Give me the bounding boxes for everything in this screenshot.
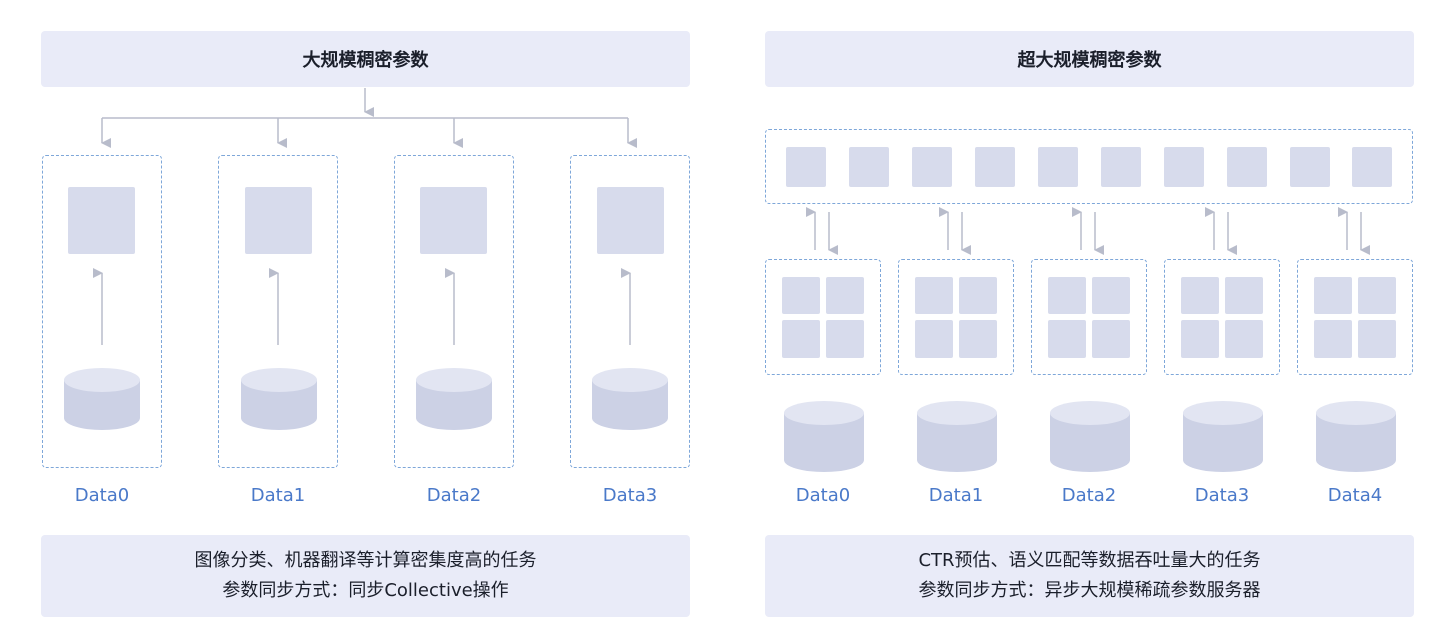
right-worker-0-block [782, 277, 820, 314]
right-worker-1-block [959, 277, 997, 314]
left-database-icon-0 [64, 368, 140, 430]
left-database-icon-3 [592, 368, 668, 430]
right-worker-2-block [1048, 320, 1086, 358]
right-worker-3-block [1181, 320, 1219, 358]
right-param-shard-7 [1227, 147, 1267, 187]
right-database-icon-0 [784, 401, 864, 472]
left-data-label-3: Data3 [602, 485, 658, 506]
left-param-block-0 [68, 187, 135, 254]
left-data-label-1: Data1 [250, 485, 306, 506]
right-param-shard-2 [912, 147, 952, 187]
right-worker-2-block [1092, 320, 1130, 358]
right-footer-line1: CTR预估、语义匹配等数据吞吐量大的任务 [918, 550, 1261, 571]
right-param-shard-6 [1164, 147, 1204, 187]
right-worker-0-block [826, 277, 864, 314]
right-worker-4-block [1358, 320, 1396, 358]
right-worker-box-1 [898, 259, 1014, 375]
right-worker-4-block [1358, 277, 1396, 314]
right-param-shard-4 [1038, 147, 1078, 187]
right-database-icon-4 [1316, 401, 1396, 472]
left-param-block-1 [245, 187, 312, 254]
right-title: 超大规模稠密参数 [1017, 50, 1162, 71]
right-param-shard-5 [1101, 147, 1141, 187]
left-title-banner: 大规模稠密参数 [41, 31, 690, 87]
left-data-label-0: Data0 [74, 485, 130, 506]
right-worker-box-0 [765, 259, 881, 375]
right-worker-0-block [782, 320, 820, 358]
left-broadcast-connector [102, 88, 628, 119]
left-broadcast-arrows [101, 118, 637, 148]
right-database-icon-2 [1050, 401, 1130, 472]
right-worker-1-block [915, 277, 953, 314]
right-sync-arrows [806, 207, 1370, 255]
right-param-shard-0 [786, 147, 826, 187]
right-worker-1-block [915, 320, 953, 358]
left-database-icon-2 [416, 368, 492, 430]
right-param-shard-1 [849, 147, 889, 187]
right-param-shard-9 [1352, 147, 1392, 187]
right-worker-box-4 [1297, 259, 1413, 375]
right-worker-2-block [1092, 277, 1130, 314]
right-worker-2-block [1048, 277, 1086, 314]
right-data-label-1: Data1 [928, 485, 984, 506]
right-footer: CTR预估、语义匹配等数据吞吐量大的任务 参数同步方式：异步大规模稀疏参数服务器 [765, 535, 1414, 617]
left-title: 大规模稠密参数 [302, 50, 429, 71]
right-data-label-4: Data4 [1327, 485, 1383, 506]
right-data-label-2: Data2 [1061, 485, 1117, 506]
right-footer-line2: 参数同步方式：异步大规模稀疏参数服务器 [918, 580, 1261, 601]
right-title-banner: 超大规模稠密参数 [765, 31, 1414, 87]
left-worker-box-2 [394, 155, 514, 468]
right-param-server-box [765, 129, 1413, 204]
left-param-block-2 [420, 187, 487, 254]
right-worker-4-block [1314, 277, 1352, 314]
right-database-icon-1 [917, 401, 997, 472]
left-worker-box-3 [570, 155, 690, 468]
right-worker-3-block [1225, 320, 1263, 358]
left-footer-line1: 图像分类、机器翻译等计算密集度高的任务 [194, 550, 537, 571]
right-worker-box-3 [1164, 259, 1280, 375]
right-worker-3-block [1225, 277, 1263, 314]
right-worker-box-2 [1031, 259, 1147, 375]
right-data-label-3: Data3 [1194, 485, 1250, 506]
left-param-block-3 [597, 187, 664, 254]
left-footer-line2: 参数同步方式：同步Collective操作 [222, 580, 509, 601]
right-param-shard-3 [975, 147, 1015, 187]
right-database-icon-3 [1183, 401, 1263, 472]
left-database-icon-1 [241, 368, 317, 430]
left-up-arrows [93, 268, 631, 345]
right-worker-0-block [826, 320, 864, 358]
left-worker-box-1 [218, 155, 338, 468]
left-footer: 图像分类、机器翻译等计算密集度高的任务 参数同步方式：同步Collective操… [41, 535, 690, 617]
left-data-label-2: Data2 [426, 485, 482, 506]
right-worker-4-block [1314, 320, 1352, 358]
right-data-label-0: Data0 [795, 485, 851, 506]
left-worker-box-0 [42, 155, 162, 468]
right-worker-3-block [1181, 277, 1219, 314]
right-worker-1-block [959, 320, 997, 358]
right-param-shard-8 [1290, 147, 1330, 187]
